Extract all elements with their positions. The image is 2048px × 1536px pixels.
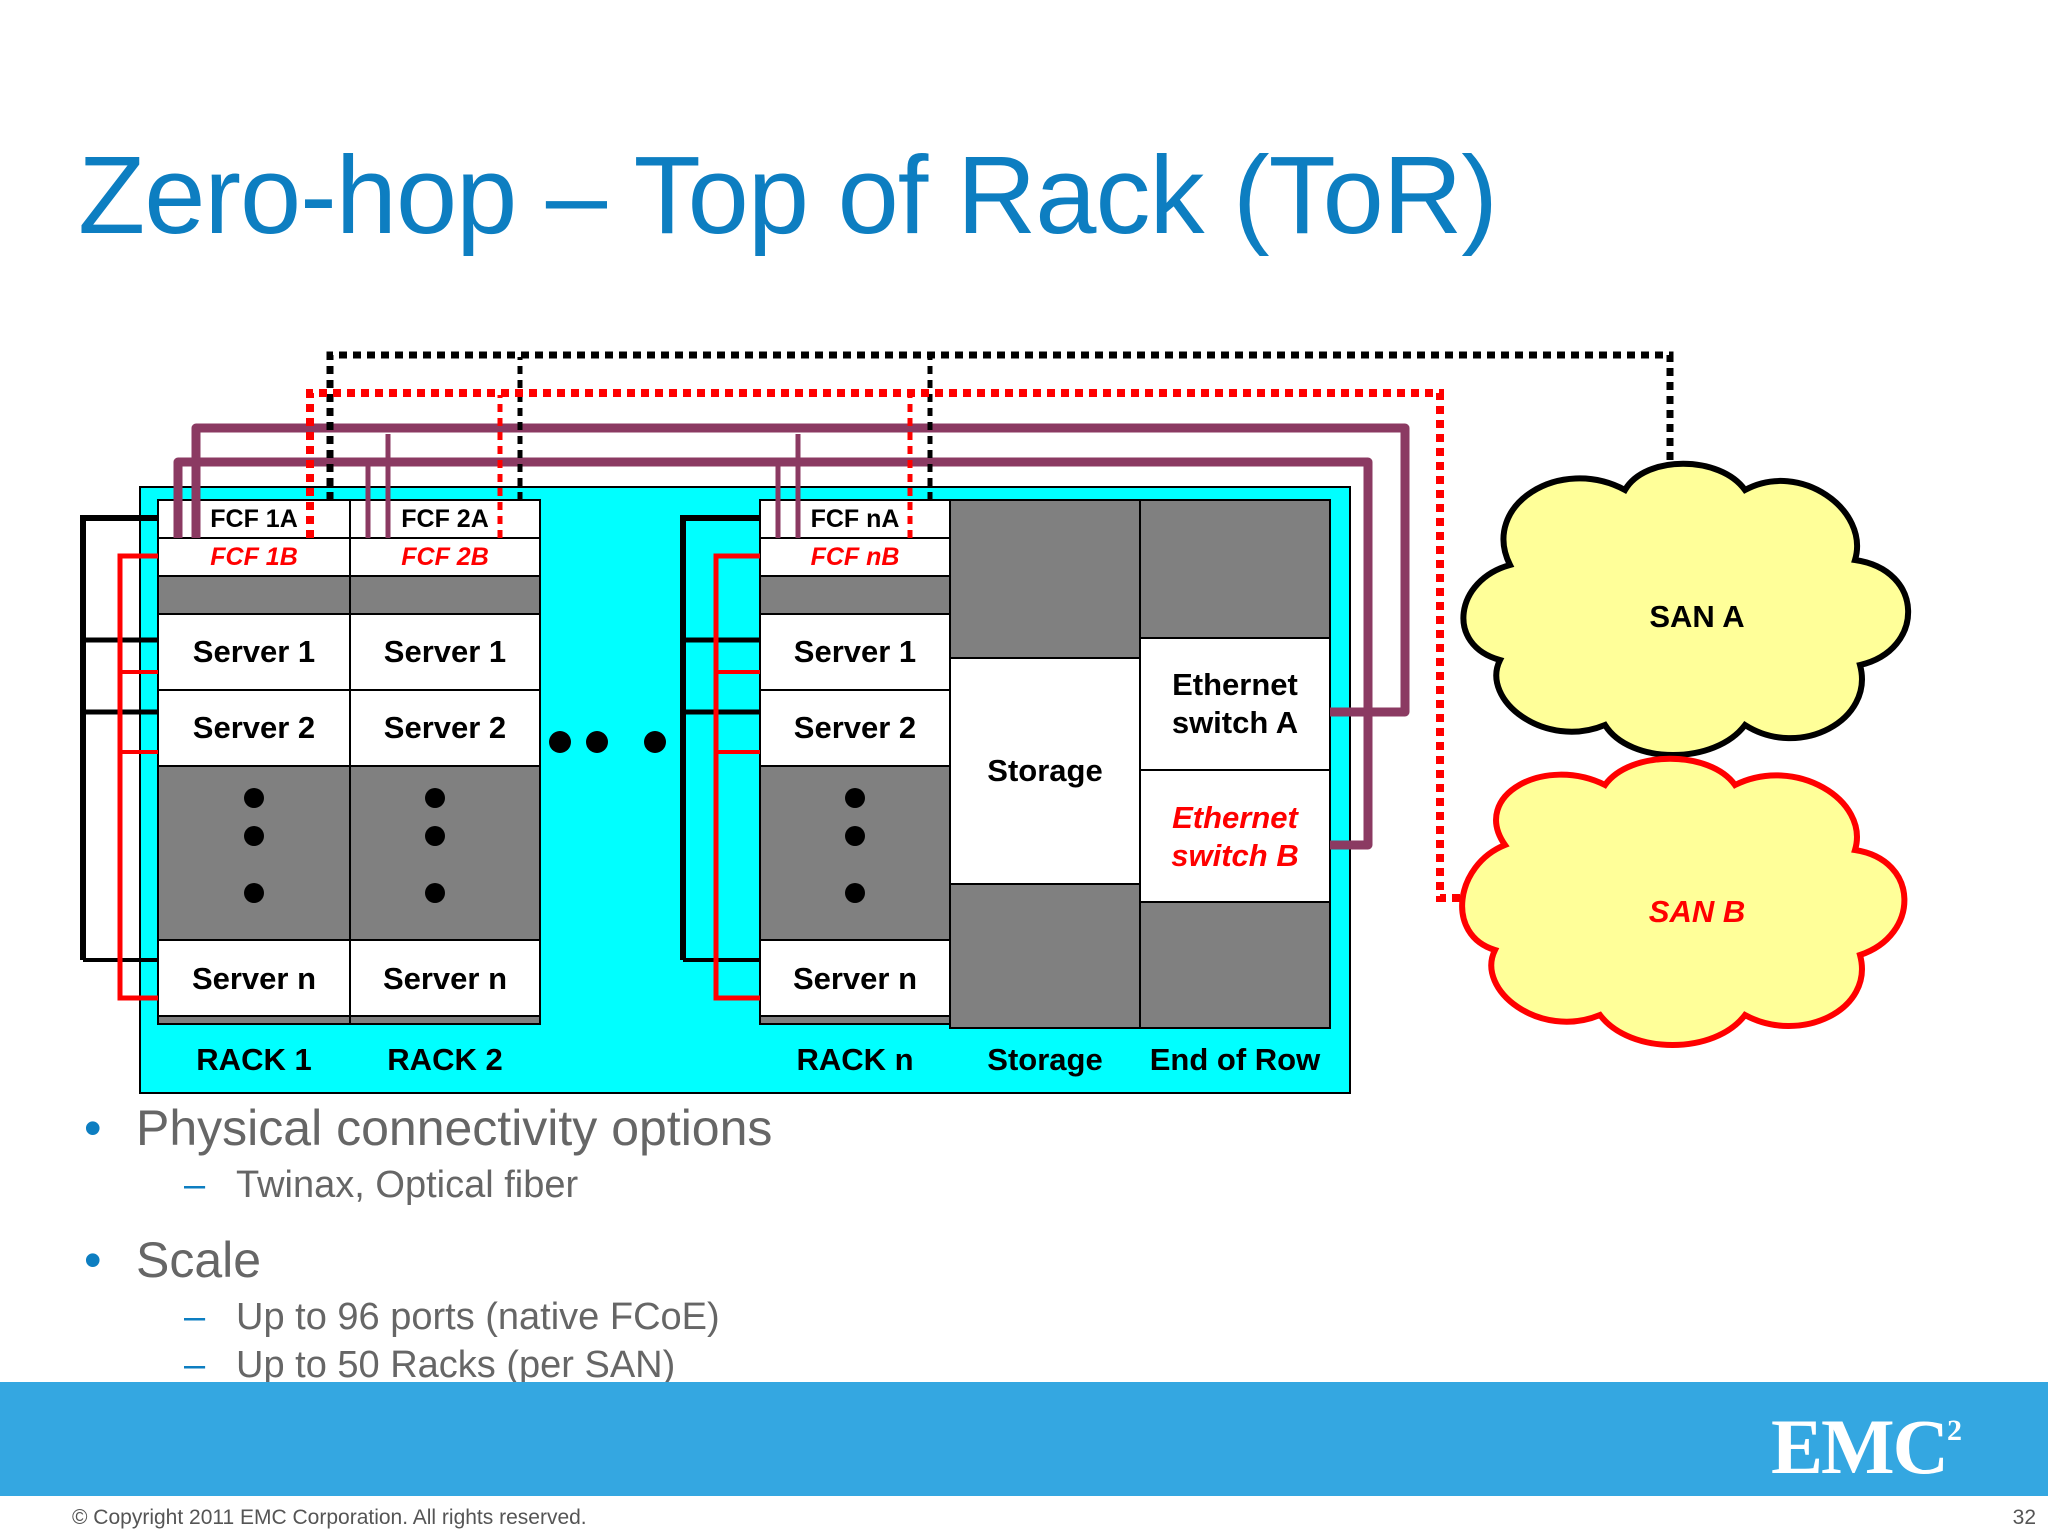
- rack-n-server-1: [759, 613, 951, 691]
- ellipsis-dot: [845, 883, 865, 903]
- rack-2: FCF 2A FCF 2B Server 1 Server 2 Server n…: [349, 499, 541, 1077]
- rack-1-fcf-b-label: FCF 1B: [210, 543, 298, 571]
- rack-n-fcf-b-label: FCF nB: [811, 543, 900, 571]
- bullet-dash-icon: –: [184, 1164, 206, 1206]
- rack-2-server-n-label: Server n: [383, 961, 507, 996]
- sub-bullet-ports: –Up to 96 ports (native FCoE): [84, 1293, 772, 1341]
- rack-n-fcf-a-label: FCF nA: [811, 505, 900, 533]
- server-to-fcf-a-links: [80, 515, 760, 962]
- footer-bar: EMC2: [0, 1382, 2048, 1496]
- storage-column: Storage Storage: [949, 499, 1141, 1077]
- san-b-cloud-shape: [1459, 755, 1908, 1048]
- sub-bullet-text: Twinax, Optical fiber: [236, 1164, 579, 1206]
- ellipsis-dot: [244, 788, 264, 808]
- bullet-list: •Physical connectivity options –Twinax, …: [84, 1095, 772, 1389]
- bullet-dash-icon: –: [184, 1296, 206, 1338]
- rack-1-fcf-b: [157, 537, 351, 577]
- rack-2-server-1-label: Server 1: [384, 634, 506, 669]
- bullet-spacer: [84, 1209, 772, 1227]
- ellipsis-dot: [586, 731, 608, 753]
- rack-2-server-2: [349, 689, 541, 767]
- ellipsis-dot: [425, 788, 445, 808]
- rack-1-label: RACK 1: [196, 1042, 311, 1077]
- fabric-a-links: [326, 351, 1674, 500]
- ethernet-links: [173, 423, 1410, 850]
- ethernet-switch-a-line2: switch A: [1172, 705, 1298, 740]
- rack-1-server-2: [157, 689, 351, 767]
- slide-title: Zero-hop – Top of Rack (ToR): [78, 134, 1498, 257]
- sub-bullet-text: Up to 96 ports (native FCoE): [236, 1296, 720, 1338]
- rack-2-fcf-a: [349, 499, 541, 539]
- rack-n-server-2: [759, 689, 951, 767]
- bullet-scale: • Scale: [84, 1227, 772, 1293]
- emc-logo-text: EMC: [1771, 1403, 1949, 1490]
- rack-2-fcf-b-label: FCF 2B: [401, 543, 489, 571]
- rack-2-label: RACK 2: [387, 1042, 502, 1077]
- bullet-physical-connectivity: • Physical connectivity options: [84, 1095, 772, 1161]
- rack-n-server-n: [759, 939, 951, 1017]
- page-number: 32: [2012, 1506, 2036, 1529]
- san-a-label: SAN A: [1649, 599, 1744, 634]
- rack-1-server-n-label: Server n: [192, 961, 316, 996]
- emc-logo-superscript: 2: [1947, 1414, 1962, 1447]
- storage-label: Storage: [987, 1042, 1102, 1077]
- bullet-text: Physical connectivity options: [136, 1100, 773, 1156]
- copyright-notice: © Copyright 2011 EMC Corporation. All ri…: [72, 1506, 587, 1529]
- sub-bullet-text: Up to 50 Racks (per SAN): [236, 1344, 676, 1386]
- rack-1-fcf-a: [157, 499, 351, 539]
- storage-box: [949, 657, 1141, 885]
- storage-box-label: Storage: [987, 753, 1102, 788]
- rack-1-fcf-a-label: FCF 1A: [210, 505, 298, 533]
- rack-1-server-2-label: Server 2: [193, 710, 315, 745]
- end-of-row-label: End of Row: [1150, 1042, 1321, 1077]
- ellipsis-dot: [845, 788, 865, 808]
- ethernet-switch-b-line2: switch B: [1171, 838, 1298, 873]
- ellipsis-dot: [244, 826, 264, 846]
- rack-n-server-2-label: Server 2: [794, 710, 916, 745]
- end-of-row-column: Ethernet switch A Ethernet switch B End …: [1139, 499, 1331, 1077]
- san-b-label: SAN B: [1649, 894, 1745, 929]
- ellipsis-dot: [425, 883, 445, 903]
- san-a-cloud-shape: [1460, 460, 1912, 758]
- rack-2-fcf-a-label: FCF 2A: [401, 505, 489, 533]
- rack-n-server-n-label: Server n: [793, 961, 917, 996]
- ellipsis-dot: [644, 731, 666, 753]
- rack-n: FCF nA FCF nB Server 1 Server 2 Server n…: [759, 499, 951, 1077]
- fabric-b-links: [306, 389, 1495, 902]
- ethernet-switch-a: [1139, 637, 1331, 771]
- emc-logo: EMC2: [1771, 1402, 1962, 1492]
- bullet-dot-icon: •: [84, 1232, 102, 1288]
- ellipsis-dot: [425, 826, 445, 846]
- san-b-cloud: SAN B: [1459, 755, 1908, 1048]
- network-diagram: FCF 1A FCF 1B Server 1 Server 2 Server n…: [80, 351, 1912, 1094]
- server-to-fcf-b-links: [117, 553, 760, 1001]
- ethernet-switch-a-line1: Ethernet: [1172, 667, 1298, 702]
- rack-1-server-1-label: Server 1: [193, 634, 315, 669]
- ellipsis-dot: [845, 826, 865, 846]
- sub-bullet-racks: –Up to 50 Racks (per SAN): [84, 1341, 772, 1389]
- rack-2-fcf-b: [349, 537, 541, 577]
- bullet-dot-icon: •: [84, 1100, 102, 1156]
- rack-n-server-1-label: Server 1: [794, 634, 916, 669]
- bullet-dash-icon: –: [184, 1344, 206, 1386]
- rack-2-server-2-label: Server 2: [384, 710, 506, 745]
- rack-2-server-n: [349, 939, 541, 1017]
- san-a-cloud: SAN A: [1460, 460, 1912, 758]
- bullet-text: Scale: [136, 1232, 262, 1288]
- rack-n-fcf-a: [759, 499, 951, 539]
- rack-n-label: RACK n: [796, 1042, 913, 1077]
- ethernet-switch-b: [1139, 769, 1331, 903]
- sub-bullet-twinax: –Twinax, Optical fiber: [84, 1161, 772, 1209]
- ellipsis-dot: [549, 731, 571, 753]
- ethernet-switch-b-line1: Ethernet: [1172, 800, 1299, 835]
- ellipsis-dot: [244, 883, 264, 903]
- rack-1: FCF 1A FCF 1B Server 1 Server 2 Server n…: [157, 499, 351, 1077]
